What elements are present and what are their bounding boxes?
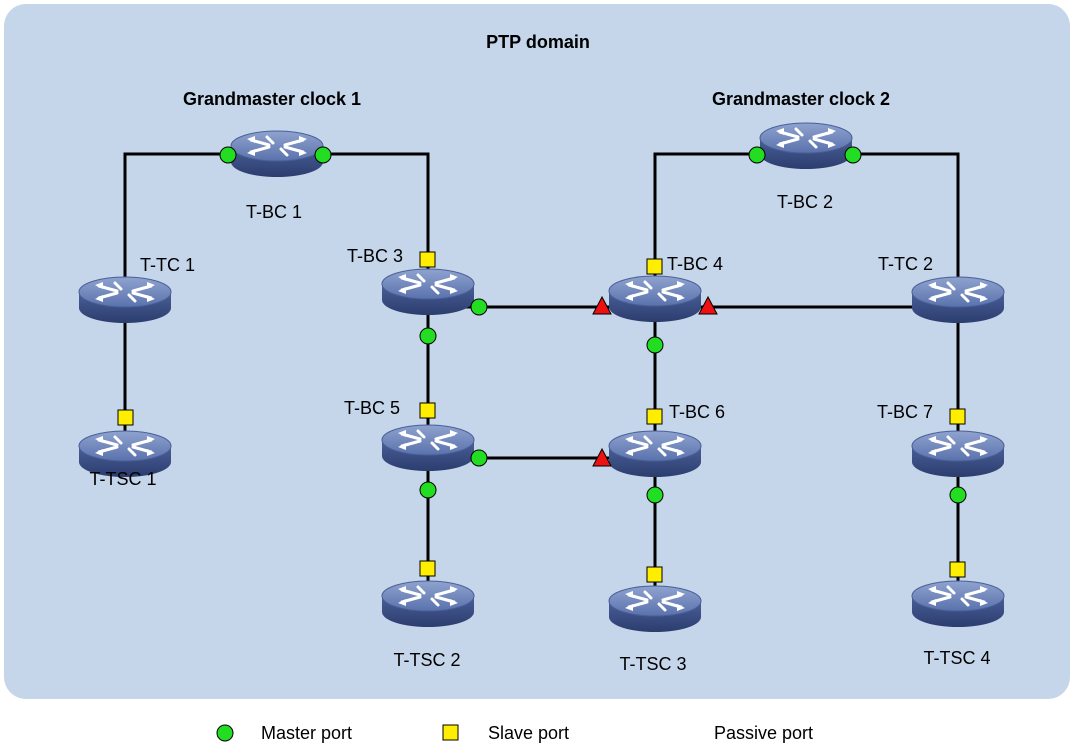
device-ttsc2[interactable] bbox=[380, 579, 476, 629]
master-port-marker bbox=[646, 336, 664, 354]
slave-port-marker bbox=[646, 566, 663, 583]
slave-port-marker bbox=[646, 258, 663, 275]
device-label-ttsc1: T-TSC 1 bbox=[89, 469, 156, 489]
master-port-marker bbox=[219, 146, 237, 164]
device-ttc2[interactable] bbox=[910, 275, 1006, 325]
master-port-marker bbox=[314, 146, 332, 164]
device-ttsc4[interactable] bbox=[910, 579, 1006, 629]
device-label-ttsc3: T-TSC 3 bbox=[619, 654, 686, 674]
master-port-marker bbox=[844, 146, 862, 164]
device-label-ttc2: T-TC 2 bbox=[878, 254, 933, 274]
grandmaster-clock-2-label: Grandmaster clock 2 bbox=[712, 89, 890, 109]
device-tbc5[interactable] bbox=[380, 423, 476, 473]
device-tbc7[interactable] bbox=[910, 429, 1006, 479]
device-label-tbc3: T-BC 3 bbox=[347, 246, 403, 266]
master-port-marker bbox=[949, 486, 967, 504]
device-label-tbc5: T-BC 5 bbox=[344, 398, 400, 418]
legend-slave-label: Slave port bbox=[488, 723, 569, 743]
slave-port-marker bbox=[646, 408, 663, 425]
device-label-tbc7: T-BC 7 bbox=[877, 402, 933, 422]
device-label-ttc1: T-TC 1 bbox=[140, 255, 195, 275]
device-tbc2[interactable] bbox=[758, 121, 854, 171]
device-label-tbc1: T-BC 1 bbox=[246, 202, 302, 222]
device-label-ttsc2: T-TSC 2 bbox=[393, 650, 460, 670]
legend: Master port Slave port Passive port bbox=[216, 723, 813, 743]
device-tbc1[interactable] bbox=[229, 129, 325, 179]
device-ttc1[interactable] bbox=[77, 275, 173, 325]
master-port-marker bbox=[470, 449, 488, 467]
legend-master-icon bbox=[216, 724, 234, 742]
master-port-marker bbox=[419, 481, 437, 499]
legend-master-label: Master port bbox=[261, 723, 352, 743]
legend-slave-icon bbox=[442, 724, 459, 741]
slave-port-marker bbox=[419, 560, 436, 577]
device-tbc6[interactable] bbox=[607, 429, 703, 479]
master-port-marker bbox=[748, 146, 766, 164]
passive-port-marker bbox=[592, 447, 612, 467]
port-markers bbox=[117, 146, 967, 583]
master-port-marker bbox=[470, 298, 488, 316]
legend-passive-label: Passive port bbox=[714, 723, 813, 743]
master-port-marker bbox=[419, 327, 437, 345]
ptp-domain-area bbox=[4, 4, 1070, 699]
passive-port-marker bbox=[592, 295, 612, 315]
device-label-tbc2: T-BC 2 bbox=[777, 192, 833, 212]
slave-port-marker bbox=[419, 251, 436, 268]
slave-port-marker bbox=[117, 409, 134, 426]
slave-port-marker bbox=[419, 402, 436, 419]
device-tbc3[interactable] bbox=[380, 267, 476, 317]
device-label-tbc6: T-BC 6 bbox=[669, 402, 725, 422]
grandmaster-clock-1-label: Grandmaster clock 1 bbox=[183, 89, 361, 109]
ptp-domain-title: PTP domain bbox=[486, 32, 590, 52]
master-port-marker bbox=[646, 486, 664, 504]
device-tbc4[interactable] bbox=[607, 274, 703, 324]
device-label-tbc4: T-BC 4 bbox=[667, 254, 723, 274]
device-label-ttsc4: T-TSC 4 bbox=[923, 648, 990, 668]
passive-port-marker bbox=[698, 295, 718, 315]
device-ttsc3[interactable] bbox=[607, 584, 703, 634]
slave-port-marker bbox=[949, 561, 966, 578]
slave-port-marker bbox=[949, 408, 966, 425]
